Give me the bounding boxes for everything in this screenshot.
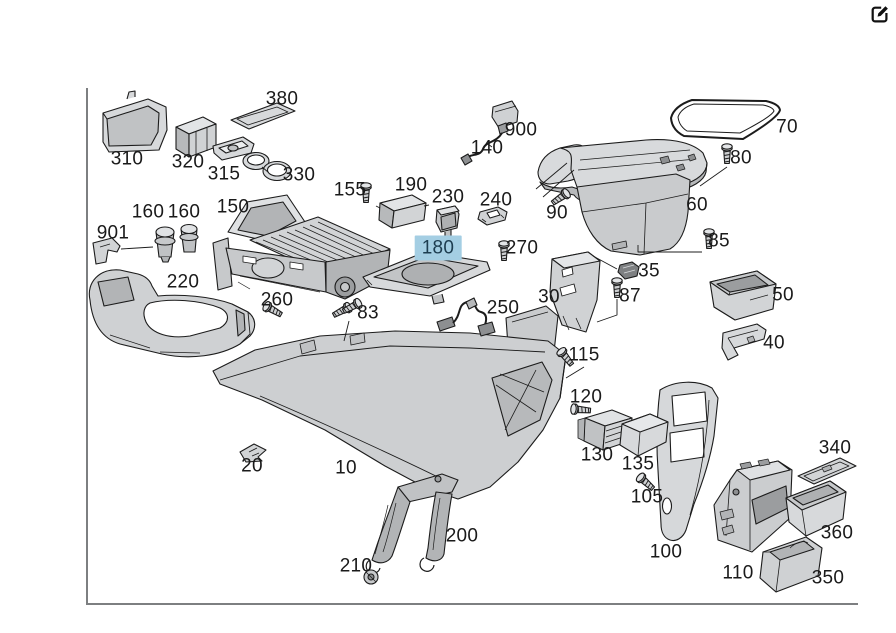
part-label-50-25[interactable]: 50 — [772, 284, 794, 306]
part-label-90-13[interactable]: 90 — [546, 202, 568, 224]
part-label-155-5[interactable]: 155 — [333, 179, 367, 201]
part-label-30-23[interactable]: 30 — [538, 286, 560, 308]
insert-135-drawing — [619, 413, 669, 457]
tray-50-drawing — [709, 270, 777, 321]
duct-220-drawing — [88, 269, 256, 358]
frame-100-drawing — [656, 381, 719, 542]
part-240-bracket-drawing — [477, 206, 508, 226]
cable-140-drawing — [460, 132, 503, 166]
part-label-120-32[interactable]: 120 — [569, 386, 603, 408]
part-310-cover-drawing — [102, 90, 168, 153]
console-10-drawing — [212, 305, 567, 500]
part-label-380-0[interactable]: 380 — [265, 88, 299, 110]
part-label-115-31[interactable]: 115 — [568, 344, 600, 366]
part-label-350-40[interactable]: 350 — [811, 567, 845, 589]
part-label-340-36[interactable]: 340 — [818, 437, 852, 459]
part-315-tray-drawing — [212, 136, 255, 161]
part-label-40-26[interactable]: 40 — [763, 332, 785, 354]
part-190-box-drawing — [375, 194, 430, 229]
diagram-frame — [86, 88, 858, 605]
panel-30-drawing — [549, 251, 601, 333]
clip-35-drawing — [617, 261, 640, 280]
plugs-160-drawing — [154, 223, 199, 263]
part-380-mat-drawing — [230, 102, 296, 130]
clip-20-drawing — [239, 443, 267, 463]
part-label-135-34[interactable]: 135 — [621, 453, 655, 475]
part-label-20-41[interactable]: 20 — [241, 455, 263, 477]
part-320-module-drawing — [175, 116, 217, 158]
part-label-70-11[interactable]: 70 — [776, 116, 798, 138]
part-label-315-3[interactable]: 315 — [207, 163, 241, 185]
module-110-drawing — [713, 458, 793, 553]
part-label-190-6[interactable]: 190 — [394, 174, 428, 196]
box-150-drawing — [212, 194, 391, 300]
part-label-330-4[interactable]: 330 — [282, 164, 316, 186]
part-label-200-43[interactable]: 200 — [445, 525, 479, 547]
insert-180-drawing — [362, 251, 491, 305]
part-label-60-14[interactable]: 60 — [686, 194, 708, 216]
bracket-40-drawing — [721, 323, 767, 361]
part-label-85-15[interactable]: 85 — [708, 230, 730, 252]
edit-square-pencil-icon — [871, 5, 888, 23]
part-label-260-28[interactable]: 260 — [260, 289, 294, 311]
part-label-320-2[interactable]: 320 — [171, 151, 205, 173]
part-label-900-7[interactable]: 900 — [504, 119, 538, 141]
part-label-360-39[interactable]: 360 — [820, 522, 854, 544]
grommet-210-drawing — [363, 569, 379, 585]
part-label-140-8[interactable]: 140 — [470, 137, 504, 159]
bracket-200-drawing — [365, 473, 459, 574]
part-label-130-33[interactable]: 130 — [580, 444, 614, 466]
harness-250-drawing — [436, 297, 496, 337]
plug-901-drawing — [92, 237, 121, 265]
part-label-80-12[interactable]: 80 — [730, 147, 752, 169]
gasket-70-drawing — [670, 99, 781, 140]
part-label-105-35[interactable]: 105 — [630, 486, 664, 508]
part-label-150-20[interactable]: 150 — [216, 196, 250, 218]
part-label-230-9[interactable]: 230 — [431, 186, 465, 208]
part-label-160-18[interactable]: 160 — [131, 201, 165, 223]
part-label-901-17[interactable]: 901 — [96, 222, 130, 244]
bin-350-drawing — [759, 536, 823, 593]
part-label-270-22[interactable]: 270 — [505, 237, 539, 259]
edit-icon[interactable] — [869, 2, 891, 24]
part-label-250-30[interactable]: 250 — [486, 297, 520, 319]
part-label-87-24[interactable]: 87 — [619, 285, 641, 307]
part-label-83-29[interactable]: 83 — [357, 302, 379, 324]
part-label-240-10[interactable]: 240 — [479, 189, 513, 211]
leader-lines — [120, 162, 728, 379]
part-label-210-44[interactable]: 210 — [339, 555, 373, 577]
tray-360-drawing — [785, 480, 847, 537]
armrest-60-drawing — [537, 139, 708, 256]
part-label-220-27[interactable]: 220 — [166, 271, 200, 293]
part-900-socket-drawing — [491, 100, 519, 135]
part-label-160-19[interactable]: 160 — [167, 201, 201, 223]
part-330-cupholder-inserts-drawing — [242, 151, 292, 182]
part-label-10-42[interactable]: 10 — [335, 457, 357, 479]
plate-340-drawing — [797, 457, 857, 485]
part-230-switch-drawing — [435, 205, 460, 240]
part-label-310-1[interactable]: 310 — [110, 148, 144, 170]
part-label-110-38[interactable]: 110 — [722, 562, 754, 584]
part-label-180-selected-21[interactable]: 180 — [414, 235, 462, 261]
part-label-35-16[interactable]: 35 — [638, 260, 660, 282]
part-label-100-37[interactable]: 100 — [649, 541, 683, 563]
